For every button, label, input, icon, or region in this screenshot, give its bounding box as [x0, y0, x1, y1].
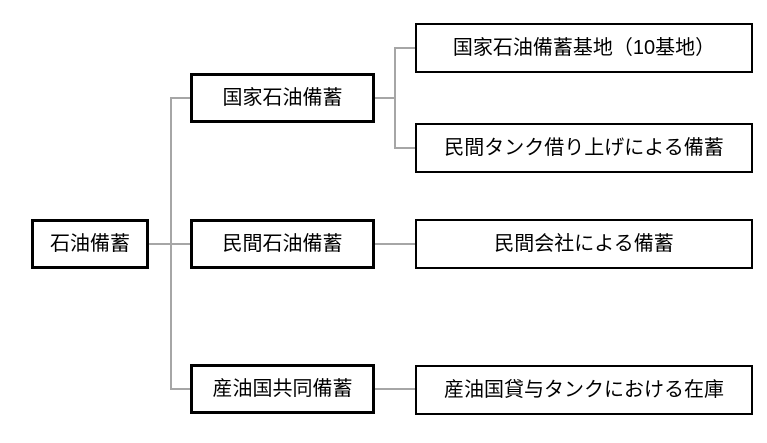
connector-left-trunk-vertical [170, 97, 172, 390]
leaf-box-label: 民間タンク借り上げによる備蓄 [444, 137, 724, 159]
root-box-label: 石油備蓄 [50, 233, 130, 255]
leaf-box-label: 民間会社による備蓄 [494, 233, 674, 255]
connector-branch1-to-right-trunk [375, 97, 396, 99]
connector-branch1-stub [170, 97, 190, 99]
connector-leaf2-stub [394, 147, 415, 149]
branch-box-label: 産油国共同備蓄 [212, 378, 353, 400]
connector-branch3-stub [170, 388, 190, 390]
connector-root-horizontal [149, 243, 190, 245]
connector-leaf1-stub [394, 47, 415, 49]
leaf-box-leased-private-tanks: 民間タンク借り上げによる備蓄 [415, 123, 753, 173]
leaf-box-national-bases: 国家石油備蓄基地（10基地） [415, 23, 753, 73]
connector-branch2-to-leaf [375, 243, 415, 245]
branch-box-joint-producer-stockpile: 産油国共同備蓄 [190, 364, 375, 414]
root-box-oil-stockpile: 石油備蓄 [31, 219, 149, 269]
branch-box-private-stockpile: 民間石油備蓄 [190, 219, 375, 269]
leaf-box-label: 国家石油備蓄基地（10基地） [452, 37, 716, 59]
leaf-box-label: 産油国貸与タンクにおける在庫 [444, 379, 724, 401]
branch-box-label: 民間石油備蓄 [222, 233, 343, 255]
connector-branch3-to-leaf [375, 388, 415, 390]
branch-box-label: 国家石油備蓄 [222, 87, 343, 109]
branch-box-national-stockpile: 国家石油備蓄 [190, 73, 375, 123]
leaf-box-private-company-stockpile: 民間会社による備蓄 [415, 219, 753, 269]
connector-right-trunk-vertical [394, 47, 396, 149]
leaf-box-producer-lent-tank-inventory: 産油国貸与タンクにおける在庫 [415, 365, 753, 415]
